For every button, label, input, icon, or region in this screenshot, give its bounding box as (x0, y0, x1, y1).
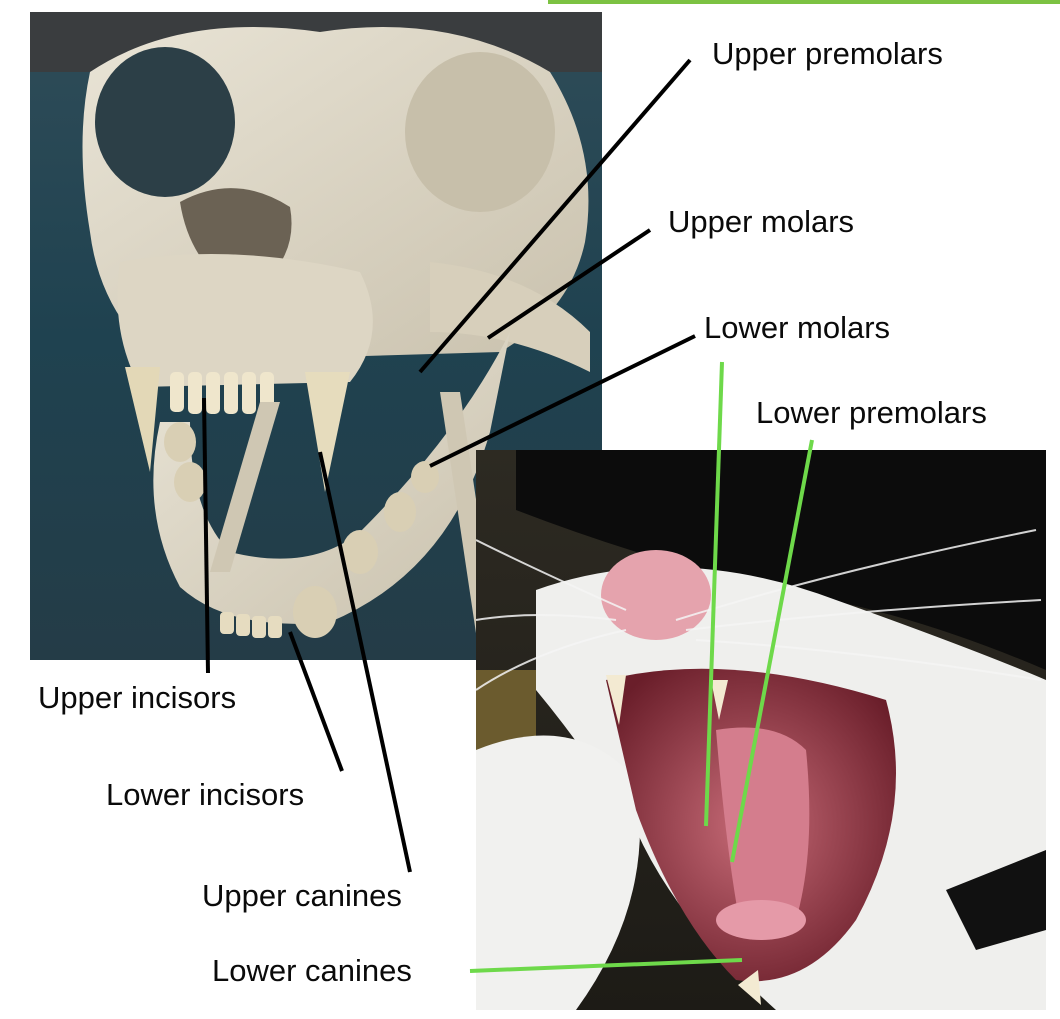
label-upper-incisors: Upper incisors (38, 682, 236, 713)
label-lower-molars: Lower molars (704, 312, 890, 343)
label-upper-molars: Upper molars (668, 206, 854, 237)
label-lower-premolars: Lower premolars (756, 397, 987, 428)
top-accent-bar (548, 0, 1060, 4)
label-lower-canines: Lower canines (212, 955, 412, 986)
label-upper-premolars: Upper premolars (712, 38, 943, 69)
label-lower-incisors: Lower incisors (106, 779, 304, 810)
label-upper-canines: Upper canines (202, 880, 402, 911)
cat-photo (476, 450, 1046, 1010)
